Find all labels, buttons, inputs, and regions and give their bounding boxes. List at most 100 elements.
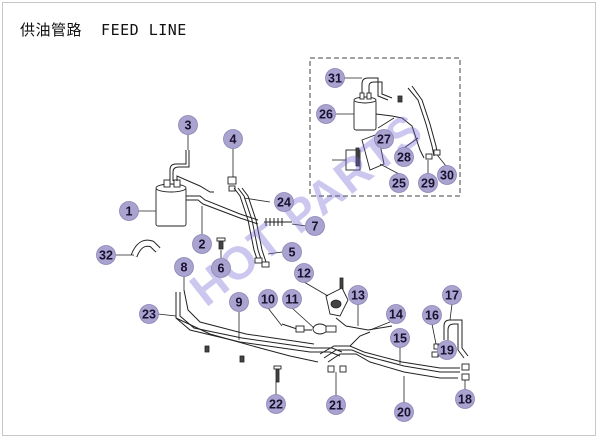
inset-hose-31 [361,77,389,101]
clip-7 [264,218,292,226]
callout-18-label: 18 [458,393,472,407]
callout-30: 30 [437,165,457,185]
bolt-22 [273,365,282,383]
callout-15: 15 [390,328,410,348]
callout-3: 3 [178,115,198,135]
inset-pipe-28-c [401,117,425,159]
pipe-bundle-c [241,187,267,263]
callout-11: 11 [282,289,302,309]
inset-frame [309,57,461,197]
callout-30-label: 30 [440,169,454,183]
callout-17: 17 [442,285,462,305]
callout-23-label: 23 [142,308,156,322]
callout-32-label: 32 [99,249,113,263]
fitting-18 [461,363,470,381]
fuel-line-rear-a [319,345,460,369]
callout-2: 2 [192,234,212,254]
callout-21-label: 21 [329,399,343,413]
callout-13-label: 13 [351,289,365,303]
fuel-line-rear-c [327,353,458,379]
callout-5-label: 5 [289,246,296,260]
callout-24: 24 [274,192,294,212]
callout-2-label: 2 [199,238,206,252]
callout-16: 16 [422,305,442,325]
callout-19: 19 [437,340,457,360]
callout-4: 4 [223,129,243,149]
callout-18: 18 [455,389,475,409]
callout-12: 12 [294,263,314,283]
callout-15-label: 15 [393,332,407,346]
callout-19-label: 19 [440,344,454,358]
callout-16-label: 16 [425,309,439,323]
callout-3-label: 3 [185,119,192,133]
callout-28: 28 [394,147,414,167]
callout-32: 32 [96,245,116,265]
inset-pipe-28-a [407,87,435,157]
inset-fitting-29 [425,153,433,160]
callout-31-label: 31 [328,72,342,86]
fuel-line-long-b [179,292,343,353]
fuel-line-rear-b [323,349,460,373]
callout-10: 10 [258,289,278,309]
inset-clip [397,95,403,103]
callout-25: 25 [389,173,409,193]
callout-17-label: 17 [445,289,459,303]
fuel-line-branch [349,331,371,347]
page-border [2,2,596,436]
inset-fitting-30 [433,149,441,156]
fuel-line-long-d [175,317,319,363]
inset-pipe-28-b [411,85,439,157]
fitting-10 [295,325,305,333]
canister-hose-upper-b [172,150,190,181]
leader-lines [116,77,466,403]
callout-7-label: 7 [312,220,319,234]
callout-27: 27 [374,129,394,149]
callout-8: 8 [174,257,194,277]
callout-22-label: 22 [269,398,283,412]
callout-9: 9 [229,292,249,312]
callout-12-label: 12 [297,267,311,281]
bolt-6 [216,237,226,250]
fuel-line-long-c [183,289,315,345]
connector-set-5 [254,257,270,268]
callout-27-label: 27 [377,133,391,147]
pipe-13 [335,317,393,331]
callout-29-label: 29 [421,177,435,191]
callout-22: 22 [266,394,286,414]
callout-24-label: 24 [277,196,291,210]
callout-29: 29 [418,173,438,193]
callout-13: 13 [348,285,368,305]
callout-28-label: 28 [397,151,411,165]
pipe-17 [443,319,469,357]
callout-20-label: 20 [397,406,411,420]
callout-20: 20 [394,402,414,422]
callout-4-label: 4 [230,133,237,147]
callout-11-label: 11 [285,293,298,307]
callout-6: 6 [211,258,231,278]
canister-hose-upper [169,150,187,181]
callout-7: 7 [305,216,325,236]
callout-21: 21 [326,395,346,415]
callout-1: 1 [119,201,139,221]
canister-main [155,179,187,227]
clip-bracket [227,176,237,192]
callout-31: 31 [325,68,345,88]
canister-inset [353,92,377,131]
callout-8-label: 8 [181,261,188,275]
callout-14-label: 14 [389,308,403,322]
canister-pipe-mid [176,175,214,193]
callout-23: 23 [139,304,159,324]
filter-11 [312,323,337,335]
callout-26: 26 [316,104,336,124]
pipe-bundle-a [233,187,259,263]
fitting-21 [327,365,347,373]
page-title: 供油管路 FEED LINE [20,21,187,39]
callout-6-label: 6 [218,262,225,276]
inset-hose-31-b [368,81,393,99]
callout-9-label: 9 [236,296,243,310]
pipe-bundle-b [237,187,263,263]
canister-pipe-lower [186,195,259,221]
callout-1-label: 1 [126,205,133,219]
bracket-12 [325,277,349,317]
